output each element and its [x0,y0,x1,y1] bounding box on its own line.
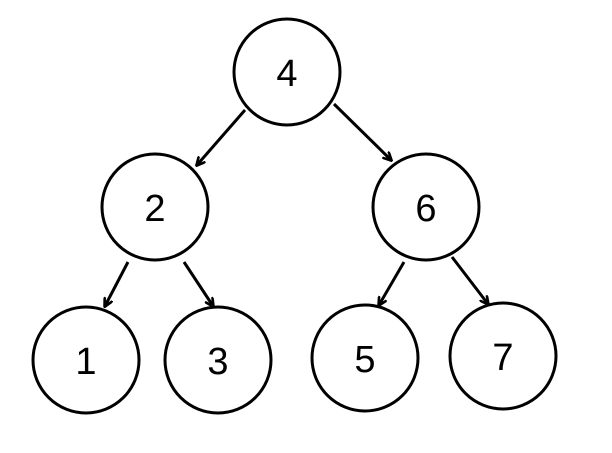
edge-arrow-n4-n2 [197,109,247,165]
node-label: 6 [415,188,436,230]
tree-node-3: 3 [163,305,273,415]
node-circle [448,301,558,411]
edge-arrow-n6-n5 [379,261,406,305]
node-circle [31,305,141,415]
tree-node-4: 4 [232,17,342,127]
node-label: 3 [207,341,228,383]
tree-node-2: 2 [100,152,210,262]
tree-nodes: 4 2 6 1 3 5 7 [31,17,558,415]
tree-node-7: 7 [448,301,558,411]
node-circle [100,152,210,262]
node-label: 5 [354,339,375,381]
node-circle [232,17,342,127]
edge-arrow-n4-n6 [332,102,391,160]
tree-node-5: 5 [310,303,420,413]
node-circle [163,305,273,415]
node-circle [371,152,481,262]
tree-node-1: 1 [31,305,141,415]
edge-arrow-n6-n7 [450,256,488,304]
tree-edges [105,102,488,306]
edge-arrow-n2-n3 [182,261,213,306]
tree-node-6: 6 [371,152,481,262]
node-label: 4 [276,53,297,95]
node-circle [310,303,420,413]
node-label: 1 [75,341,96,383]
node-label: 7 [492,337,513,379]
edge-arrow-n2-n1 [105,261,130,306]
node-label: 2 [144,188,165,230]
